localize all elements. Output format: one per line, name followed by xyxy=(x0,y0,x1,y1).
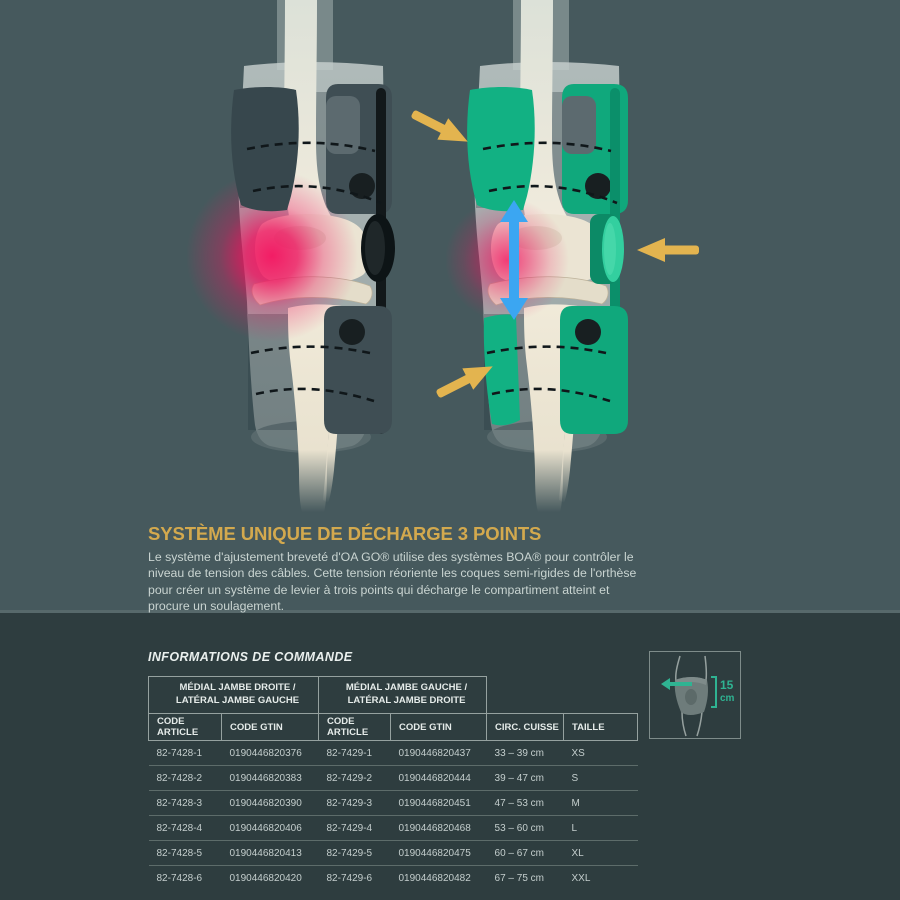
cell-code-gtin: 0190446820475 xyxy=(390,840,487,866)
right-femur-bone xyxy=(520,0,568,228)
table-row: 82-7428-2 0190446820383 82-7429-2 019044… xyxy=(148,765,638,791)
group-header-right-leg: MÉDIAL JAMBE DROITE / LATÉRAL JAMBE GAUC… xyxy=(148,676,319,714)
cell-code-gtin: 0190446820383 xyxy=(221,765,319,791)
hero-background xyxy=(0,0,900,613)
measure-bracket-icon xyxy=(711,676,717,708)
motion-arrow-icon xyxy=(500,200,528,320)
right-cables xyxy=(482,141,618,403)
cell-code-gtin: 0190446820390 xyxy=(221,790,319,816)
cell-circ-cuisse: 67 – 75 cm xyxy=(486,865,564,890)
left-knee-brace xyxy=(186,0,395,512)
cell-code-gtin: 0190446820420 xyxy=(221,865,319,890)
cell-taille: L xyxy=(563,815,638,841)
pressure-arrow-icon-top xyxy=(407,102,474,153)
cell-code-article: 82-7429-6 xyxy=(318,865,391,890)
cell-circ-cuisse: 33 – 39 cm xyxy=(494,747,544,759)
cell-taille: M xyxy=(563,790,638,816)
left-thigh-shell xyxy=(231,87,299,212)
cell-code-article: 82-7429-3 xyxy=(318,790,391,816)
table-row: 82-7428-1 0190446820376 82-7429-1 019044… xyxy=(149,741,638,766)
knee-sleeve-measure-icon: 15 cm xyxy=(661,655,735,737)
left-femur-bone xyxy=(284,0,332,228)
table-column-header-row: CODE ARTICLE CODE GTIN CODE ARTICLE CODE… xyxy=(148,713,639,741)
cell-code-gtin: 0190446820437 xyxy=(398,747,471,759)
right-knee-brace xyxy=(445,0,628,512)
cell-taille: XL xyxy=(563,840,638,866)
sleeve-top-band xyxy=(675,677,707,685)
measure-unit: cm xyxy=(720,693,735,704)
page-title: SYSTÈME UNIQUE DE DÉCHARGE 3 POINTS xyxy=(148,523,542,544)
cell-circ-cuisse: 60 – 67 cm xyxy=(486,840,564,866)
section-divider xyxy=(0,610,900,613)
cell-circ-cuisse: 53 – 60 cm xyxy=(486,815,564,841)
measure-arrow-icon xyxy=(661,678,692,690)
cell-taille: XS xyxy=(571,747,585,759)
table-group-header-row: MÉDIAL JAMBE DROITE / LATÉRAL JAMBE GAUC… xyxy=(148,676,638,714)
cell-circ-cuisse: 47 – 53 cm xyxy=(486,790,564,816)
order-info-table: MÉDIAL JAMBE DROITE / LATÉRAL JAMBE GAUC… xyxy=(148,676,639,890)
cell-code-article: 82-7428-2 xyxy=(148,765,222,791)
cell-code-article: 82-7429-5 xyxy=(318,840,391,866)
table-row: 82-7428-5 0190446820413 82-7429-5 019044… xyxy=(148,840,638,866)
col-header-code-article-2: CODE ARTICLE xyxy=(318,713,391,741)
left-dial-face xyxy=(365,221,385,275)
col-header-taille: TAILLE xyxy=(563,713,639,741)
cell-code-article: 82-7429-2 xyxy=(318,765,391,791)
cell-code-gtin: 0190446820482 xyxy=(390,865,487,890)
cell-taille: S xyxy=(563,765,638,791)
table-row: 82-7428-6 0190446820420 82-7429-6 019044… xyxy=(148,865,638,890)
left-cables xyxy=(246,141,382,403)
measure-value: 15 xyxy=(720,678,734,692)
cell-code-gtin: 0190446820406 xyxy=(221,815,319,841)
cell-code-gtin: 0190446820376 xyxy=(229,747,302,759)
left-panel-cutout xyxy=(326,96,360,154)
col-header-code-article-1: CODE ARTICLE xyxy=(148,713,222,741)
right-calf-knob xyxy=(575,319,601,345)
right-boa-knob xyxy=(585,173,611,199)
table-row: 82-7428-3 0190446820390 82-7429-3 019044… xyxy=(148,790,638,816)
patella-opening xyxy=(685,689,697,705)
knee-brace-illustration xyxy=(186,0,699,512)
left-boa-knob xyxy=(349,173,375,199)
cell-code-article: 82-7428-1 xyxy=(156,747,203,759)
col-header-circ-cuisse: CIRC. CUISSE xyxy=(486,713,565,741)
right-calf-shell-left-green xyxy=(483,314,520,426)
pain-glow-icon xyxy=(186,170,358,342)
thigh-measurement-icon-box: 15 cm xyxy=(649,651,741,739)
group-header-empty xyxy=(487,677,638,714)
cell-code-article: 82-7428-4 xyxy=(148,815,222,841)
cell-taille: XXL xyxy=(563,865,638,890)
cell-code-gtin: 0190446820444 xyxy=(390,765,487,791)
col-header-code-gtin-1: CODE GTIN xyxy=(221,713,319,741)
order-section-title: INFORMATIONS DE COMMANDE xyxy=(148,650,353,664)
col-header-code-gtin-2: CODE GTIN xyxy=(389,713,488,741)
description-paragraph: Le système d'ajustement breveté d'OA GO®… xyxy=(148,550,637,613)
group-header-left-leg: MÉDIAL JAMBE GAUCHE / LATÉRAL JAMBE DROI… xyxy=(317,676,488,714)
table-row: 82-7428-4 0190446820406 82-7429-4 019044… xyxy=(148,815,638,841)
left-calf-knob xyxy=(339,319,365,345)
reduced-pain-glow-icon xyxy=(445,198,569,322)
right-panel-cutout xyxy=(562,96,596,154)
cell-circ-cuisse: 39 – 47 cm xyxy=(486,765,564,791)
right-dial-highlight xyxy=(604,223,616,275)
cell-code-article: 82-7428-5 xyxy=(148,840,222,866)
cell-code-gtin: 0190446820468 xyxy=(390,815,487,841)
right-thigh-shell-green xyxy=(467,87,535,212)
cell-code-article: 82-7429-4 xyxy=(318,815,391,841)
cell-code-article: 82-7429-1 xyxy=(326,747,373,759)
pressure-arrow-icon-middle xyxy=(637,238,699,262)
cell-code-gtin: 0190446820413 xyxy=(221,840,319,866)
cell-code-gtin: 0190446820451 xyxy=(390,790,487,816)
cell-code-article: 82-7428-6 xyxy=(148,865,222,890)
cell-code-article: 82-7428-3 xyxy=(148,790,222,816)
